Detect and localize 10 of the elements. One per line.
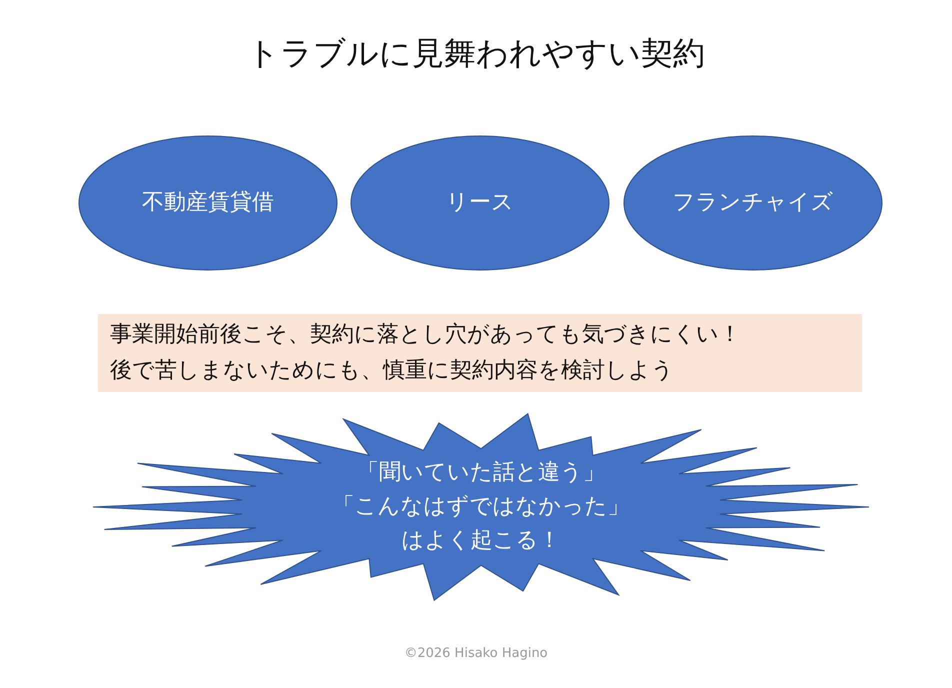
copyright-note: ©2026 Hisako Hagino — [403, 646, 549, 661]
node-text: 不動産賃貸借 — [142, 189, 274, 217]
node-text: はよく起こる！ — [402, 527, 560, 555]
node-text: 後で苦しまないためにも、慎重に契約内容を検討しよう — [110, 357, 674, 385]
node-text: フランチャイズ — [672, 189, 834, 217]
title: トラブルに見舞われやすい契約 — [246, 33, 706, 74]
node-text: 「聞いていた話と違う」 — [357, 459, 605, 487]
node-text: リース — [446, 189, 514, 217]
node-text: 「こんなはずではなかった」 — [332, 493, 630, 521]
node-text: 事業開始前後こそ、契約に落とし穴があっても気づきにくい！ — [110, 321, 741, 349]
